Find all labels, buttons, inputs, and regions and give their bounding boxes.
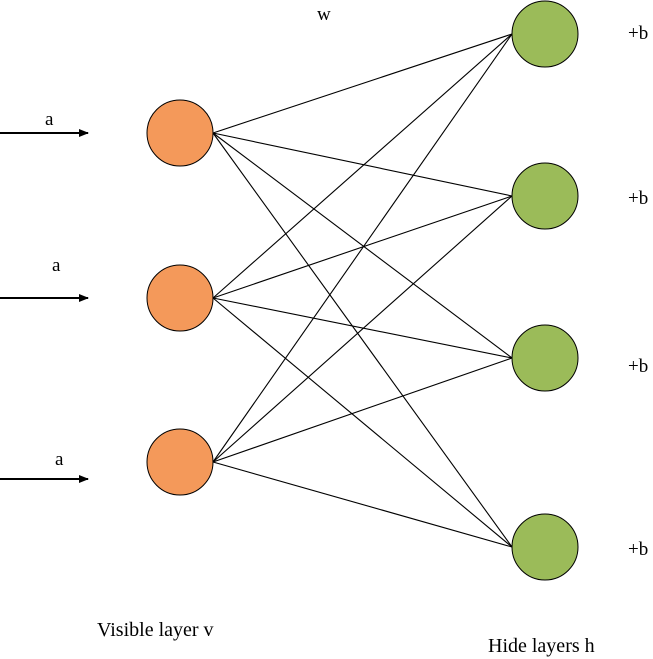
hidden-node-1 [511,0,579,68]
visible-layer-label: Visible layer v [97,619,214,641]
edge-v3-h1 [212,33,513,463]
edge-v1-h1 [212,33,513,134]
hidden-layer-nodes [511,0,579,581]
edge-v2-h2 [212,195,513,299]
hidden-layer-label: Hide layers h [488,635,595,657]
bias-label-4: +b [628,539,649,560]
weight-connections [212,33,513,548]
visible-node-2 [146,264,214,332]
edge-v3-h2 [212,195,513,463]
edge-v3-h3 [212,357,513,463]
input-label-3: a [55,449,64,470]
hidden-node-3 [511,324,579,392]
visible-layer-nodes [146,99,214,496]
weight-label: w [317,4,331,25]
edge-v3-h4 [212,461,513,548]
visible-node-3 [146,428,214,496]
hidden-node-2 [511,162,579,230]
hidden-node-4 [511,513,579,581]
edge-v2-h1 [212,33,513,299]
input-label-2: a [52,255,61,276]
visible-node-1 [146,99,214,167]
edge-v1-h3 [212,132,513,359]
edge-v1-h2 [212,132,513,197]
bias-label-3: +b [628,356,649,377]
edge-v1-h4 [212,132,513,548]
edge-v2-h3 [212,297,513,359]
edge-v2-h4 [212,297,513,548]
bias-label-1: +b [628,23,649,44]
bias-label-2: +b [628,188,649,209]
input-label-1: a [45,109,54,130]
